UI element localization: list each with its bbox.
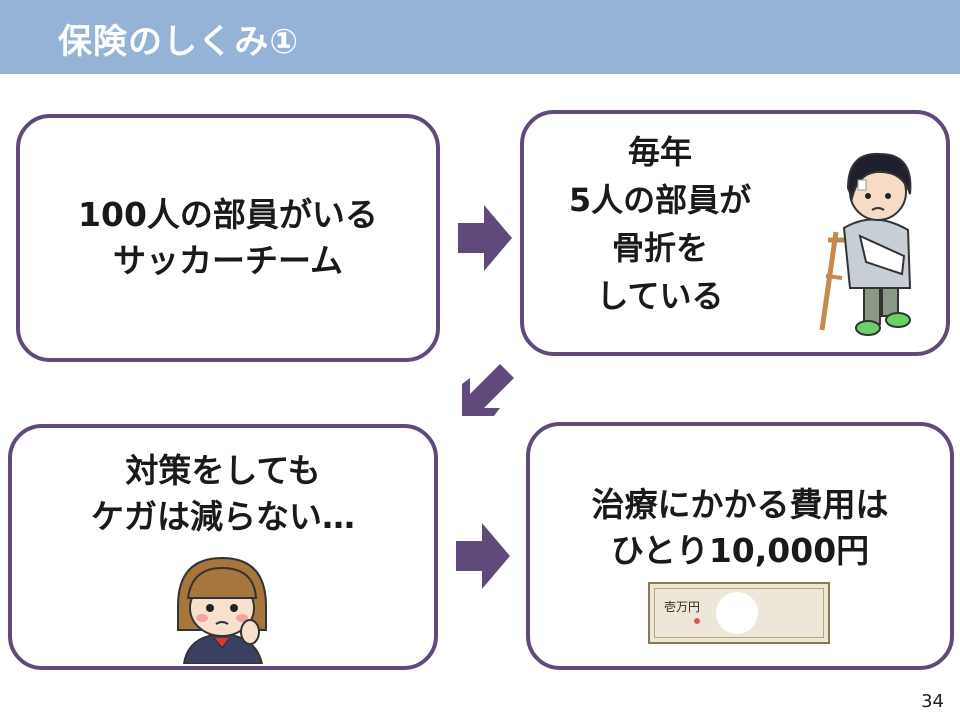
injury-card-text: 毎年 5人の部員が 骨折を している: [524, 128, 796, 320]
team-card: 100人の部員がいる サッカーチーム: [16, 114, 440, 362]
injury-line-3: 骨折を: [611, 229, 708, 267]
cost-card: 治療にかかる費用は ひとり10,000円 壱万円: [526, 422, 954, 670]
team-card-text: 100人の部員がいる サッカーチーム: [20, 192, 436, 284]
banknote-watermark: [716, 592, 758, 634]
prevention-line-1: 対策をしても: [125, 451, 321, 490]
right-arrow-icon: [458, 205, 512, 271]
down-left-arrow-icon: [462, 364, 514, 416]
cost-card-text: 治療にかかる費用は ひとり10,000円: [530, 482, 950, 574]
slide-title: 保険のしくみ①: [58, 22, 300, 62]
injury-line-2: 5人の部員が: [568, 181, 752, 219]
cost-line-2: ひとり10,000円: [610, 531, 870, 570]
title-bar: 保険のしくみ①: [0, 0, 960, 74]
banknote-label: 壱万円: [664, 600, 701, 614]
injury-card: 毎年 5人の部員が 骨折を している: [520, 110, 950, 356]
right-arrow-icon-2: [456, 523, 510, 589]
injured-boy-icon: [819, 152, 912, 336]
page-number: 34: [921, 691, 944, 712]
injury-line-4: している: [596, 277, 724, 315]
cost-line-1: 治療にかかる費用は: [591, 485, 889, 524]
team-line-2: サッカーチーム: [112, 241, 343, 280]
banknote-inner-border: [654, 588, 824, 638]
banknote-icon: 壱万円: [648, 582, 830, 644]
team-line-1: 100人の部員がいる: [78, 195, 378, 234]
prevention-card-text: 対策をしても ケガは減らない…: [12, 448, 434, 540]
worried-girl-icon: [177, 556, 267, 664]
banknote-seal: [694, 618, 700, 624]
prevention-line-2: ケガは減らない…: [91, 497, 355, 536]
injury-line-1: 毎年: [627, 133, 692, 171]
prevention-card: 対策をしても ケガは減らない…: [8, 424, 438, 670]
